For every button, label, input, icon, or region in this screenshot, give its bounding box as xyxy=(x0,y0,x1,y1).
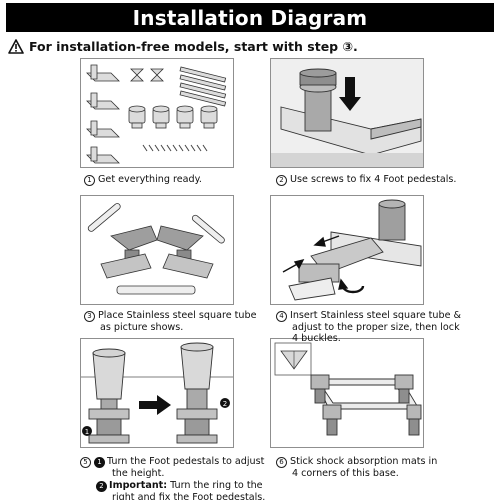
step-3-line-2: as picture shows. xyxy=(100,322,184,333)
step-3-number: 3 xyxy=(84,311,95,322)
step-6-line-2: 4 corners of this base. xyxy=(292,468,399,479)
callout-marker-2: 2 xyxy=(220,398,230,408)
place-tubes-drawing xyxy=(87,203,225,295)
step-2-illustration xyxy=(270,58,424,168)
insert-tubes-drawing xyxy=(282,199,422,301)
step-5-line-4: right and fix the Foot pedestals. xyxy=(112,492,266,500)
step-6-number: 6 xyxy=(276,457,287,468)
inset-mat-detail xyxy=(274,342,312,376)
step-4-illustration xyxy=(270,195,424,305)
callout-marker-2-label: 2 xyxy=(223,400,227,408)
step-5-line-2: the height. xyxy=(112,468,165,479)
step-5-line-1: Turn the Foot pedestals to adjust xyxy=(107,456,265,467)
corner-bracket xyxy=(86,64,120,82)
step-1-illustration xyxy=(80,58,234,168)
pedestal-after xyxy=(176,342,218,444)
step-3-line-1: Place Stainless steel square tube xyxy=(98,310,257,321)
step-4-number: 4 xyxy=(276,311,287,322)
corner-bracket xyxy=(86,146,120,164)
down-arrow-icon xyxy=(339,77,361,111)
right-arrow-icon xyxy=(139,395,171,415)
warning-icon xyxy=(8,38,24,54)
callout-marker-1: 1 xyxy=(82,426,92,436)
step-3-illustration xyxy=(80,195,234,305)
stick-mats-drawing xyxy=(274,342,422,436)
step-2-text: Use screws to fix 4 Foot pedestals. xyxy=(290,174,457,185)
banner-title: Installation Diagram xyxy=(132,5,368,30)
rotate-arrow-icon xyxy=(338,278,349,290)
fix-pedestal-drawing xyxy=(271,59,423,167)
step-1-text: Get everything ready. xyxy=(98,174,202,185)
step-5-number: 5 xyxy=(80,457,91,468)
step-2-number: 2 xyxy=(276,175,287,186)
shock-mats xyxy=(130,68,164,82)
square-tubes xyxy=(179,66,227,107)
base-frame xyxy=(310,374,422,436)
corner-bracket xyxy=(86,92,120,110)
step-4-line-3: 4 buckles. xyxy=(292,333,341,344)
adjust-height-drawing: 1 2 xyxy=(81,342,233,444)
arrow-right-icon xyxy=(293,258,305,270)
step-5-sub-2-marker: 2 xyxy=(96,481,107,492)
foot-pedestals xyxy=(128,105,218,129)
step-5-sub-1-marker: 1 xyxy=(94,457,105,468)
arrow-left-icon xyxy=(313,236,326,247)
installation-note: For installation-free models, start with… xyxy=(8,37,358,55)
title-banner: Installation Diagram xyxy=(6,3,494,32)
step-4-line-1: Insert Stainless steel square tube & xyxy=(290,310,462,321)
callout-marker-1-label: 1 xyxy=(85,428,89,436)
step-5-line-3: Turn the ring to the xyxy=(170,480,263,491)
step-1-number: 1 xyxy=(84,175,95,186)
step-6-line-1: Stick shock absorption mats in xyxy=(290,456,438,467)
step-6-illustration xyxy=(270,338,424,448)
screws xyxy=(142,144,208,152)
note-text: For installation-free models, start with… xyxy=(29,38,358,54)
direction-arrows xyxy=(282,235,365,294)
corner-assembly-left xyxy=(100,225,158,279)
corner-assembly-right xyxy=(156,225,214,279)
step-5-illustration: 1 2 xyxy=(80,338,234,448)
parts-kit-drawing xyxy=(86,64,227,164)
pedestal-before xyxy=(88,348,130,444)
step-5-important-label: Important: xyxy=(109,480,168,491)
step-4-line-2: adjust to the proper size, then lock xyxy=(292,322,460,333)
corner-bracket xyxy=(86,120,120,138)
